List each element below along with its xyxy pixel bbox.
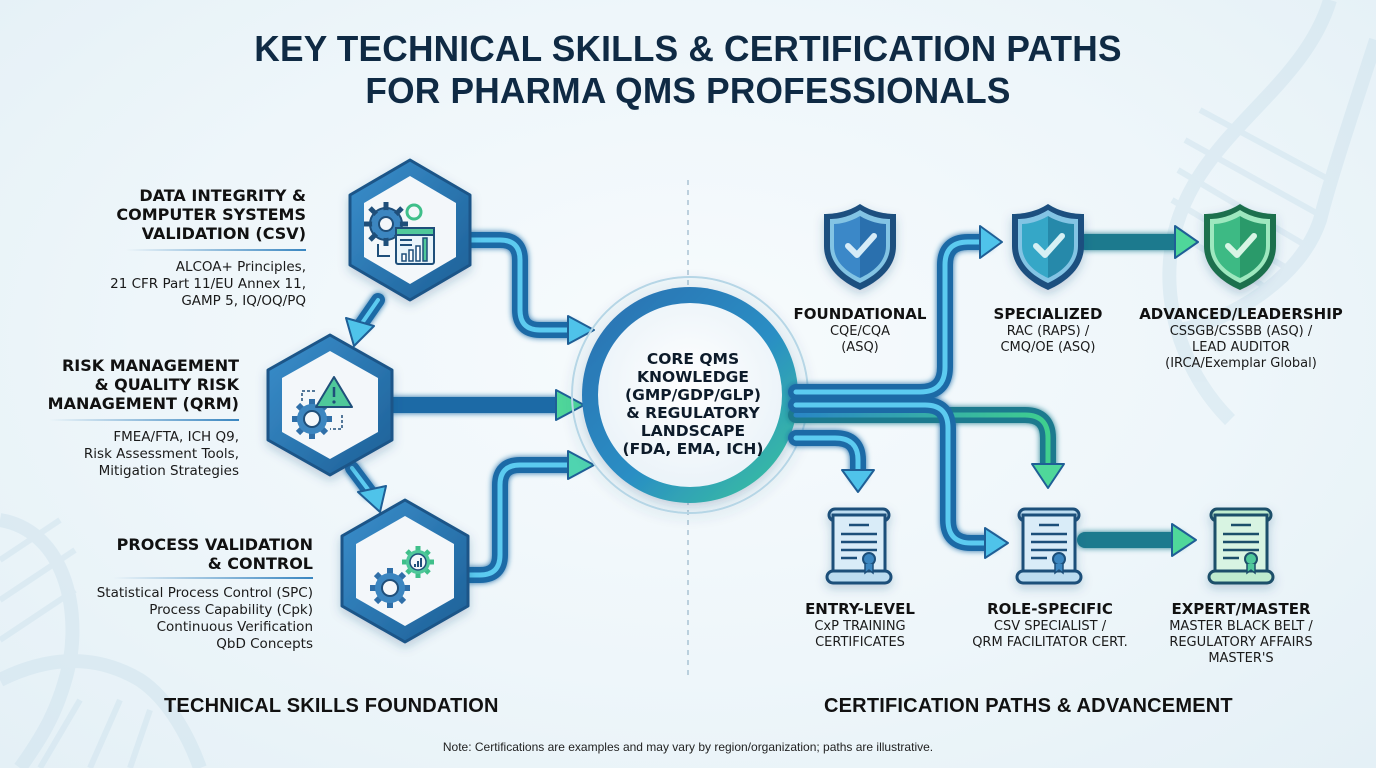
cert-advanced-detail-2: LEAD AUDITOR — [1192, 340, 1290, 355]
skill-csv-heading-1: DATA INTEGRITY & — [139, 186, 306, 205]
cert-role-specific-level: ROLE-SPECIFIC — [987, 600, 1113, 618]
skill-csv-detail-1: ALCOA+ Principles, — [175, 259, 306, 275]
shield-specialized-icon — [1012, 204, 1084, 290]
shield-advanced-icon — [1204, 204, 1276, 290]
cert-foundational-level: FOUNDATIONAL — [793, 305, 927, 323]
footnote: Note: Certifications are examples and ma… — [442, 740, 934, 754]
core-line-4: & REGULATORY — [626, 404, 760, 422]
cert-entry-level-level: ENTRY-LEVEL — [805, 600, 915, 618]
arrowheads-right — [841, 225, 1199, 559]
skill-qrm: RISK MANAGEMENT & QUALITY RISK MANAGEMEN… — [0, 356, 239, 480]
skill-qrm-heading-3: MANAGEMENT (QRM) — [47, 394, 239, 413]
title-line-2: FOR PHARMA QMS PROFESSIONALS — [365, 70, 1011, 111]
skill-qrm-heading-1: RISK MANAGEMENT — [61, 356, 239, 375]
skill-qrm-heading-2: & QUALITY RISK — [94, 375, 239, 394]
cert-entry-level: ENTRY-LEVEL CxP TRAINING CERTIFICATES — [780, 600, 940, 651]
skill-qrm-detail-3: Mitigation Strategies — [98, 463, 239, 479]
skill-pv-heading-1: PROCESS VALIDATION — [116, 535, 313, 554]
dual-gears-chart-icon — [370, 546, 434, 608]
core-line-6: (FDA, EMA, ICH) — [622, 440, 764, 458]
cert-advanced: ADVANCED/LEADERSHIP CSSGB/CSSBB (ASQ) / … — [1130, 305, 1352, 372]
arrows-left — [345, 232, 580, 583]
skill-csv-heading-3: VALIDATION (CSV) — [141, 224, 306, 243]
cert-role-detail-1: CSV SPECIALIST / — [993, 619, 1107, 634]
cert-advanced-detail-1: CSSGB/CSSBB (ASQ) / — [1169, 324, 1313, 339]
core-line-2: KNOWLEDGE — [637, 368, 749, 386]
arrowheads-left — [345, 315, 595, 513]
cert-foundational-detail-1: CQE/CQA — [829, 324, 891, 339]
cert-specialized-level: SPECIALIZED — [993, 305, 1103, 323]
skill-process-validation: PROCESS VALIDATION & CONTROL Statistical… — [13, 535, 313, 653]
cert-foundational: FOUNDATIONAL CQE/CQA (ASQ) — [780, 305, 940, 356]
shield-foundational-icon — [824, 204, 896, 290]
skill-pv-detail-1: Statistical Process Control (SPC) — [96, 585, 313, 601]
gear-dashboard-chart-icon — [364, 202, 435, 265]
core-line-1: CORE QMS — [646, 350, 740, 368]
core-line-3: (GMP/GDP/GLP) — [625, 386, 761, 404]
scroll-entry-level-icon — [825, 507, 893, 585]
core-line-5: LANDSCAPE — [640, 422, 746, 440]
cert-expert-level: EXPERT/MASTER — [1171, 600, 1311, 618]
scroll-role-specific-icon — [1015, 507, 1083, 585]
cert-specialized: SPECIALIZED RAC (RAPS) / CMQ/OE (ASQ) — [968, 305, 1128, 356]
cert-specialized-detail-2: CMQ/OE (ASQ) — [1000, 340, 1096, 355]
skill-csv-detail-2: 21 CFR Part 11/EU Annex 11, — [110, 276, 306, 292]
skill-qrm-divider — [49, 419, 239, 421]
cert-advanced-level: ADVANCED/LEADERSHIP — [1139, 305, 1343, 323]
cert-role-specific: ROLE-SPECIFIC CSV SPECIALIST / QRM FACIL… — [955, 600, 1145, 651]
cert-advanced-detail-3: (IRCA/Exemplar Global) — [1165, 356, 1317, 371]
skill-csv: DATA INTEGRITY & COMPUTER SYSTEMS VALIDA… — [6, 186, 306, 310]
scroll-expert-icon — [1207, 507, 1275, 585]
cert-role-detail-2: QRM FACILITATOR CERT. — [972, 635, 1128, 650]
cert-entry-detail-2: CERTIFICATES — [815, 635, 905, 650]
skill-csv-detail-3: GAMP 5, IQ/OQ/PQ — [181, 293, 306, 309]
cert-entry-detail-1: CxP TRAINING — [814, 619, 906, 634]
skill-pv-divider — [113, 577, 313, 579]
cert-expert-master: EXPERT/MASTER MASTER BLACK BELT / REGULA… — [1145, 600, 1337, 667]
cert-expert-detail-3: MASTER'S — [1208, 651, 1274, 666]
skill-pv-heading-2: & CONTROL — [207, 554, 313, 573]
cert-expert-detail-2: REGULATORY AFFAIRS — [1169, 635, 1313, 650]
cert-specialized-detail-1: RAC (RAPS) / — [1006, 324, 1090, 339]
gear-warning-icon — [292, 376, 353, 439]
title-line-1: KEY TECHNICAL SKILLS & CERTIFICATION PAT… — [254, 28, 1122, 69]
skill-csv-heading-2: COMPUTER SYSTEMS — [116, 205, 306, 224]
page-title: KEY TECHNICAL SKILLS & CERTIFICATION PAT… — [14, 28, 1362, 112]
skill-pv-detail-2: Process Capability (Cpk) — [149, 602, 313, 618]
skill-qrm-detail-2: Risk Assessment Tools, — [83, 446, 239, 462]
skill-csv-divider — [126, 249, 306, 251]
skill-pv-detail-3: Continuous Verification — [156, 619, 313, 635]
cert-foundational-detail-2: (ASQ) — [841, 340, 879, 355]
section-label-left: TECHNICAL SKILLS FOUNDATION — [164, 695, 499, 717]
skill-pv-detail-4: QbD Concepts — [216, 636, 313, 652]
cert-expert-detail-1: MASTER BLACK BELT / — [1169, 619, 1313, 634]
dna-background-left — [0, 513, 207, 768]
arrows-right — [788, 234, 1188, 551]
skill-qrm-detail-1: FMEA/FTA, ICH Q9, — [113, 429, 239, 445]
core-circle — [571, 276, 809, 514]
core-knowledge-text: CORE QMS KNOWLEDGE (GMP/GDP/GLP) & REGUL… — [598, 350, 788, 458]
hexagon-process — [340, 498, 470, 644]
section-label-right: CERTIFICATION PATHS & ADVANCEMENT — [824, 695, 1233, 717]
